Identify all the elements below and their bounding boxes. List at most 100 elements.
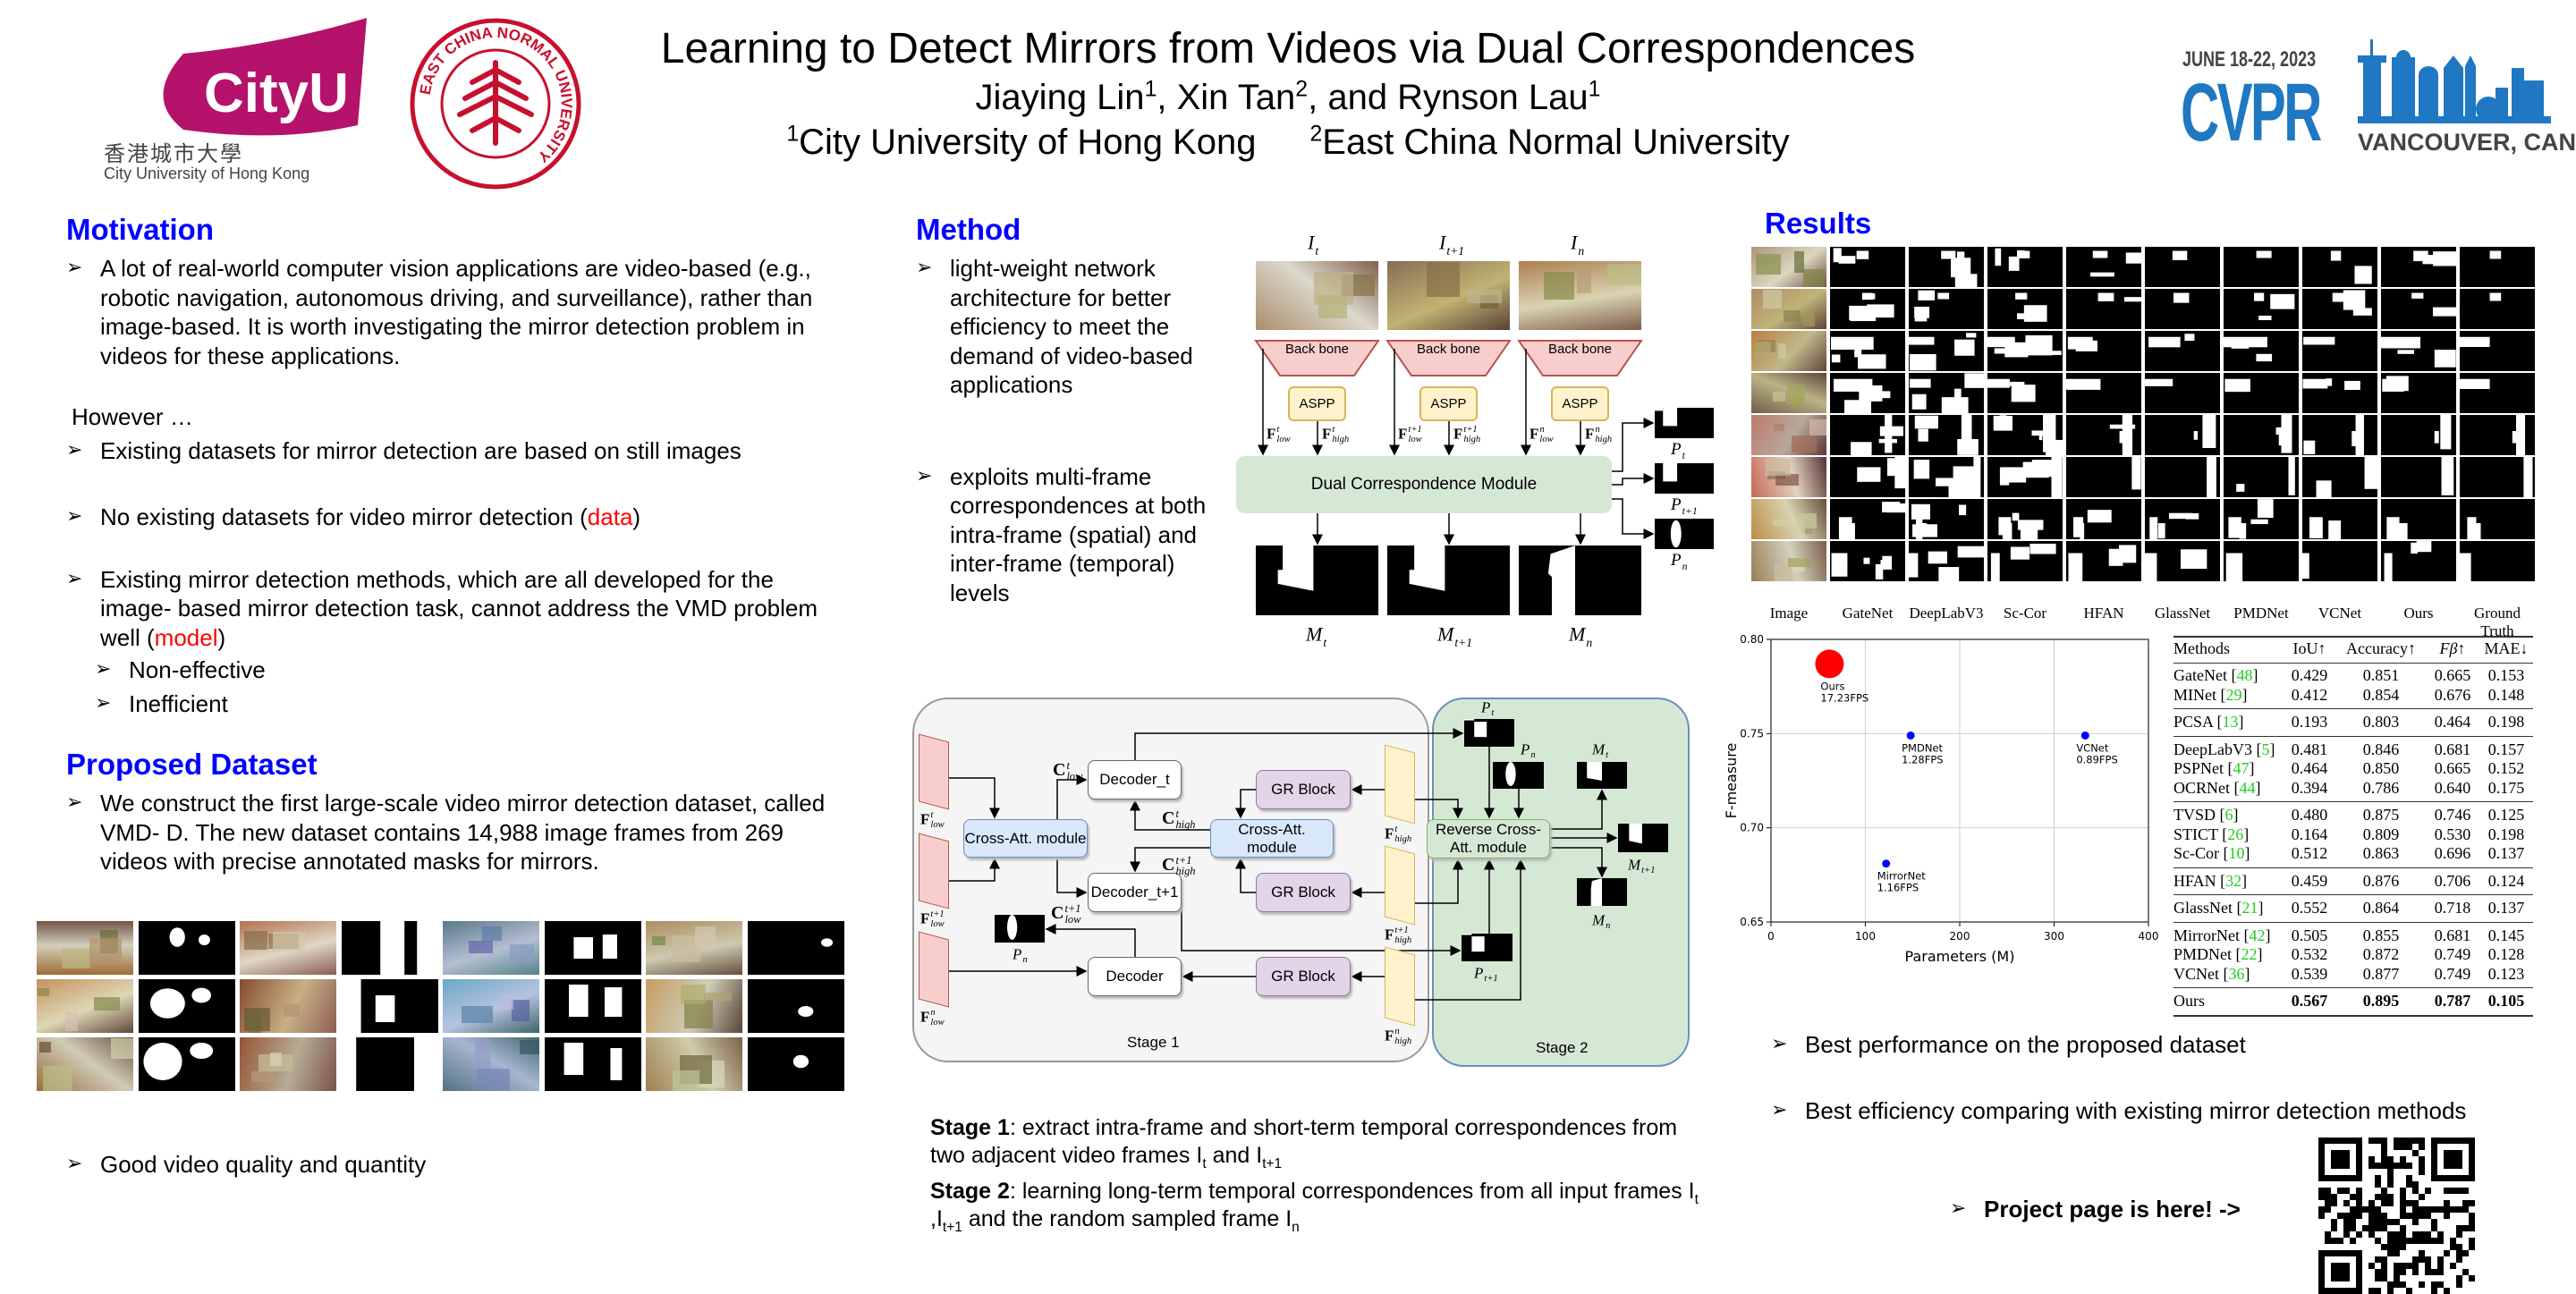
dataset-mask [341, 978, 438, 1033]
qr-module [2350, 1194, 2356, 1200]
qr-module [2462, 1269, 2469, 1275]
qr-module [2325, 1194, 2331, 1200]
qr-module [2387, 1281, 2394, 1288]
pn-label: P n [1521, 740, 1536, 760]
qr-code[interactable] [2318, 1138, 2475, 1294]
result-mask [2224, 457, 2299, 497]
citation: 42 [2249, 926, 2266, 944]
qr-module [2431, 1206, 2437, 1213]
point-label: VCNet [2076, 741, 2109, 754]
cell: 0.803 [2362, 713, 2400, 731]
qr-module [2394, 1219, 2400, 1225]
pt-mask [1464, 719, 1514, 747]
model-highlight: model [154, 623, 218, 651]
qr-module [2400, 1231, 2406, 1238]
mask-label: M t [1306, 622, 1327, 649]
point-label: Ours [1820, 680, 1844, 692]
result-mask [1830, 415, 1905, 455]
qr-module [2412, 1150, 2419, 1156]
qr-module [2331, 1225, 2337, 1231]
qr-module [2343, 1188, 2350, 1194]
qr-module [2431, 1281, 2437, 1288]
qr-module [2394, 1144, 2400, 1150]
method-name: MINet [29] [2174, 685, 2248, 704]
backbone-box: Back bone [1548, 342, 1612, 357]
cell: 0.539 [2291, 964, 2328, 983]
cell: 0.459 [2291, 871, 2328, 890]
mt-label: M t [1592, 740, 1609, 760]
dual-correspondence-module: Dual Correspondence Module [1236, 456, 1612, 513]
citation: 5 [2261, 740, 2270, 758]
qr-module [2381, 1194, 2387, 1200]
qr-module [2425, 1269, 2431, 1275]
qr-module [2368, 1156, 2375, 1163]
result-mask [1987, 373, 2063, 413]
qr-module [2343, 1219, 2350, 1225]
decoder: Decoder [1088, 957, 1182, 996]
project-page-link[interactable]: Project page is here! -> [1950, 1195, 2241, 1224]
cell: 0.125 [2487, 806, 2525, 824]
stage1-label: Stage 1 [1127, 1034, 1180, 1051]
qr-module [2444, 1213, 2450, 1219]
cell: 0.876 [2362, 871, 2400, 890]
gt-mask [1256, 546, 1378, 615]
qr-module [2400, 1188, 2406, 1194]
qr-module [2343, 1225, 2350, 1231]
qr-module [2337, 1213, 2343, 1219]
author-1: Jiaying Lin1 [975, 77, 1157, 117]
result-mask [2381, 541, 2456, 581]
table-rule [2174, 987, 2533, 988]
result-input-image [1751, 457, 1826, 497]
cell: 0.152 [2487, 759, 2525, 777]
qr-module [2368, 1163, 2375, 1169]
qr-module [2462, 1250, 2469, 1256]
result-mask [2066, 499, 2141, 539]
cross-att-module-2: Cross-Att. module [1210, 819, 1334, 858]
results-heading: Results [1765, 207, 1872, 240]
qr-module [2469, 1244, 2475, 1250]
qr-module [2387, 1288, 2394, 1294]
dataset-mask [747, 1036, 844, 1091]
x-tick-label: 300 [2044, 930, 2064, 943]
column-label: VCNet [2318, 605, 2362, 622]
ecnu-seal-logo: EAST CHINA NORMAL UNIVERSITY [410, 18, 581, 190]
mt1-label: M t+1 [1628, 856, 1656, 875]
dataset-mask [138, 920, 235, 975]
qr-module [2425, 1238, 2431, 1244]
result-mask [1830, 457, 1905, 497]
cell: 0.412 [2291, 685, 2328, 704]
table-rule [2174, 1014, 2533, 1017]
qr-module [2368, 1138, 2375, 1144]
result-mask [1830, 373, 1905, 413]
cell: 0.851 [2362, 666, 2400, 684]
qr-module [2412, 1219, 2419, 1225]
dataset-frame [443, 920, 539, 975]
qr-module [2394, 1138, 2400, 1144]
method-name: OCRNet [44] [2174, 778, 2261, 797]
mask-label: M n [1569, 622, 1593, 649]
point-fps-label: 17.23FPS [1820, 691, 1868, 704]
result-mask [2302, 499, 2377, 539]
pt1-mask [1462, 934, 1513, 961]
result-input-image [1751, 289, 1826, 329]
prediction-label: P t+1 [1671, 495, 1698, 517]
qr-module [2375, 1206, 2381, 1213]
dataset-frame [240, 1036, 336, 1091]
cell: 0.749 [2434, 945, 2471, 963]
cell: 0.198 [2487, 713, 2525, 731]
qr-module [2325, 1188, 2331, 1194]
point-pmdnet [1906, 731, 1915, 740]
qr-module [2412, 1238, 2419, 1244]
result-mask [2381, 457, 2456, 497]
prediction-label: P n [1671, 551, 1688, 572]
qr-module [2375, 1175, 2381, 1181]
pn-mask-stage1 [995, 915, 1045, 943]
